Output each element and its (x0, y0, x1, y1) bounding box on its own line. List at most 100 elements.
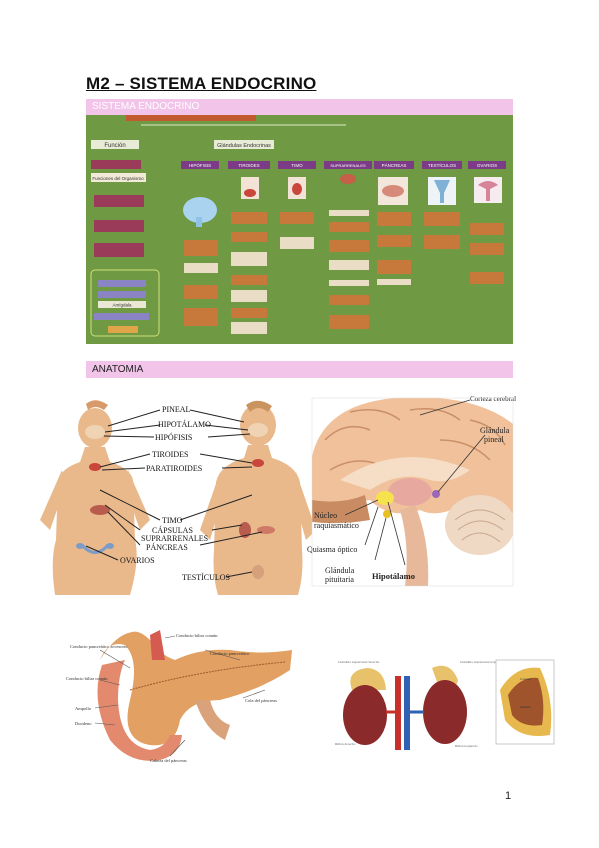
label-adrenal-left: Glándula suprarrenal izquierda (460, 660, 504, 664)
tiroides-thumbnail-gland (244, 189, 256, 197)
male-body (200, 400, 316, 595)
label-medula: Médula (520, 705, 531, 709)
duodeno (97, 660, 182, 761)
ovarios-box-1 (470, 223, 504, 235)
label-conducto-accesorio: Conducto pancreático accesorio (70, 644, 128, 649)
map-label-amigdala: Amígdala (112, 303, 132, 308)
label-timo: TIMO (162, 516, 183, 525)
supra-box-3 (329, 240, 369, 252)
pancreatic-duct (129, 661, 286, 691)
testiculos-box-1 (424, 212, 460, 226)
label-corteza-adrenal: Corteza (520, 677, 531, 681)
label-capsulas: CÁPSULAS (152, 525, 193, 535)
cerebellum (445, 495, 513, 555)
gland-header-hipofisis (181, 161, 219, 169)
brainstem (400, 505, 429, 586)
label-duodeno: Duodeno (75, 721, 92, 726)
gland-label-testiculos: TESTÍCULOS (428, 162, 456, 168)
label-pituitaria-2: pituitaria (325, 575, 354, 584)
label-pituitaria-1: Glándula (325, 566, 355, 575)
concept-map: Función Glándulas Endocrinas Funciones d… (86, 115, 513, 344)
bile-duct (150, 630, 165, 660)
supra-box-2 (329, 222, 369, 232)
label-cola: Cola del páncreas (245, 698, 277, 703)
map-left-box-1 (91, 160, 141, 169)
tiroides-box-7 (231, 322, 267, 334)
label-hipotalamo-brain: Hipotálamo (372, 571, 415, 581)
ovarios-thumbnail-shape (478, 181, 498, 201)
map-lower-box-2 (98, 291, 146, 298)
label-ampolla: Ampolla (75, 706, 91, 711)
kidney-figure: Glándula suprarrenal derecha Glándula su… (330, 656, 555, 750)
brain-labels: Corteza cerebral Glándula pineal Núcleo … (307, 395, 516, 584)
gland-header-testiculos (422, 161, 462, 169)
label-adrenal-right: Glándula suprarrenal derecha (338, 660, 380, 664)
page-title: M2 – SISTEMA ENDOCRINO (86, 74, 317, 93)
map-lower-box-3 (98, 301, 146, 308)
supra-box-6 (329, 295, 369, 305)
map-left-box-4 (94, 220, 144, 232)
section-band-sistema-endocrino: SISTEMA ENDOCRINO (86, 99, 513, 115)
gland-label-pancreas: PÁNCREAS (382, 162, 407, 168)
brain-thumbnail-stem (196, 217, 202, 227)
pancreas-thumbnail-organ (382, 185, 404, 197)
adrenal-medulla (508, 677, 544, 726)
gland-header-tiroides (228, 161, 270, 169)
map-lower-box-4 (94, 313, 149, 320)
pancreas-box-3 (377, 260, 411, 274)
map-label-glandulas: Glándulas Endocrinas (217, 143, 271, 149)
gland-label-suprarrenales: SUPRARRENALES (330, 163, 366, 168)
tiroides-box-4 (231, 275, 267, 285)
pancreas-vessel (195, 700, 230, 740)
testiculos-thumbnail-shape (434, 180, 450, 203)
gland-header-pancreas (374, 161, 414, 169)
timo-box-1 (280, 212, 314, 224)
label-conducto-biliar-1: Conducto biliar común (176, 633, 218, 638)
concept-map-diagram: Función Glándulas Endocrinas Funciones d… (90, 115, 506, 337)
label-tiroides: TIROIDES (152, 450, 188, 459)
testiculos-box-2 (424, 235, 460, 249)
label-hipotalamo: HIPOTÁLAMO (158, 419, 211, 429)
gland-label-tiroides: TIROIDES (238, 163, 259, 168)
page-number: 1 (505, 790, 512, 802)
human-bodies-figure: PINEAL HIPOTÁLAMO HIPÓFISIS TIROIDES PAR… (40, 400, 316, 595)
thalamus (388, 478, 432, 506)
ovarios-box-2 (470, 243, 504, 255)
label-nucleo-1: Núcleo (314, 511, 337, 520)
pancreas-box-4 (377, 279, 411, 285)
supra-box-4 (329, 260, 369, 270)
timo-box-2 (280, 237, 314, 249)
adrenal-right (350, 668, 386, 690)
map-left-box-3 (94, 195, 144, 207)
pancreas-box-1 (377, 212, 411, 226)
map-lower-group (90, 269, 160, 337)
label-conducto-pancreatico: Conducto pancreático (210, 651, 250, 656)
tiroides-box-5 (231, 290, 267, 302)
aorta (395, 676, 401, 750)
map-lower-box-5 (108, 326, 138, 333)
hypothalamus-highlight (376, 491, 394, 505)
hipofisis-box-4 (184, 308, 218, 326)
brain-leader-lines (344, 399, 486, 566)
label-kidney-right: Riñón derecho (335, 742, 356, 746)
timo-thumbnail-gland (292, 183, 302, 195)
tiroides-box-3 (231, 252, 267, 266)
kidney-right (343, 685, 387, 745)
vena-cava (404, 676, 410, 750)
brain-thumbnail (183, 197, 217, 223)
supra-box-7 (329, 315, 369, 329)
map-lower-box-1 (98, 280, 146, 287)
hipofisis-box-1 (184, 240, 218, 256)
label-glandula-pineal-1: Glándula (480, 426, 510, 435)
gland-headers: HIPÓFISIS TIROIDES TIMO SUPRARRENALES PÁ… (181, 161, 506, 169)
pancreas-organ (100, 631, 292, 746)
gland-label-ovarios: OVARIOS (477, 163, 497, 168)
gland-label-timo: TIMO (291, 163, 303, 168)
suprarrenales-thumbnail (340, 174, 356, 184)
label-cabeza: Cabeza del páncreas (150, 758, 187, 763)
label-hipofisis: HIPÓFISIS (155, 432, 192, 442)
brain-section-figure: Corteza cerebral Glándula pineal Núcleo … (307, 395, 516, 587)
pancreas-figure: Conducto biliar común Conducto pancreáti… (66, 630, 292, 763)
gland-header-ovarios (468, 161, 506, 169)
gland-header-suprarrenales (324, 161, 372, 169)
